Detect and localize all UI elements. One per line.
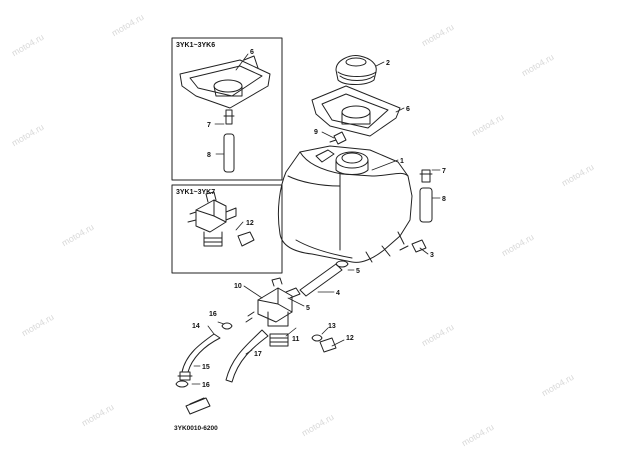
diagram-code: 3YK0010-6200 [174,425,218,432]
inset-box-top [171,37,283,181]
bolt-9 [329,131,347,145]
clip-16-lower [175,380,189,388]
callout-3: 3 [430,252,434,259]
callout-12-inset: 12 [246,220,254,227]
washer-13 [311,334,323,342]
hose-4 [299,263,343,297]
callout-4: 4 [336,290,340,297]
callout-15: 15 [202,364,210,371]
callout-1: 1 [400,158,404,165]
callout-8: 8 [442,196,446,203]
callout-13: 13 [328,323,336,330]
hose-17 [225,329,269,383]
callout-12: 12 [346,335,354,342]
hose-8 [419,187,433,223]
screw-12 [319,337,337,353]
callout-14: 14 [192,323,200,330]
inset-nipple [223,109,235,125]
callout-8-inset: 8 [207,152,211,159]
inset-box-bottom [171,184,283,274]
inset-tray [179,59,271,109]
callout-2: 2 [386,60,390,67]
tank-filler-neck [335,151,369,169]
inset-bottom-label: 3YK1~3YK7 [176,189,215,196]
nipple-7 [419,169,433,183]
fuel-cock [257,287,293,323]
callout-7-inset: 7 [207,122,211,129]
inset-fuel-cock [195,199,227,233]
fitting-15 [177,371,193,381]
callout-11: 11 [292,336,300,343]
tank-tray [311,85,401,137]
fuel-cap [335,55,377,85]
inset-hose [223,133,235,173]
bolt-3 [399,239,427,253]
inset-drain-screw [237,231,255,247]
clip-16 [221,322,233,330]
inset-top-label: 3YK1~3YK6 [176,42,215,49]
leader-lines [191,53,441,385]
callout-5-lower: 5 [306,305,310,312]
callout-9: 9 [314,129,318,136]
fuel-tank [277,145,413,263]
callout-16-lower: 16 [202,382,210,389]
callout-6: 6 [406,106,410,113]
hose-14 [181,333,221,373]
callout-16: 16 [209,311,217,318]
callout-5: 5 [356,268,360,275]
callout-10: 10 [234,283,242,290]
tag-part [185,397,211,415]
callout-17: 17 [254,351,262,358]
callout-6-inset: 6 [250,49,254,56]
callout-7: 7 [442,168,446,175]
